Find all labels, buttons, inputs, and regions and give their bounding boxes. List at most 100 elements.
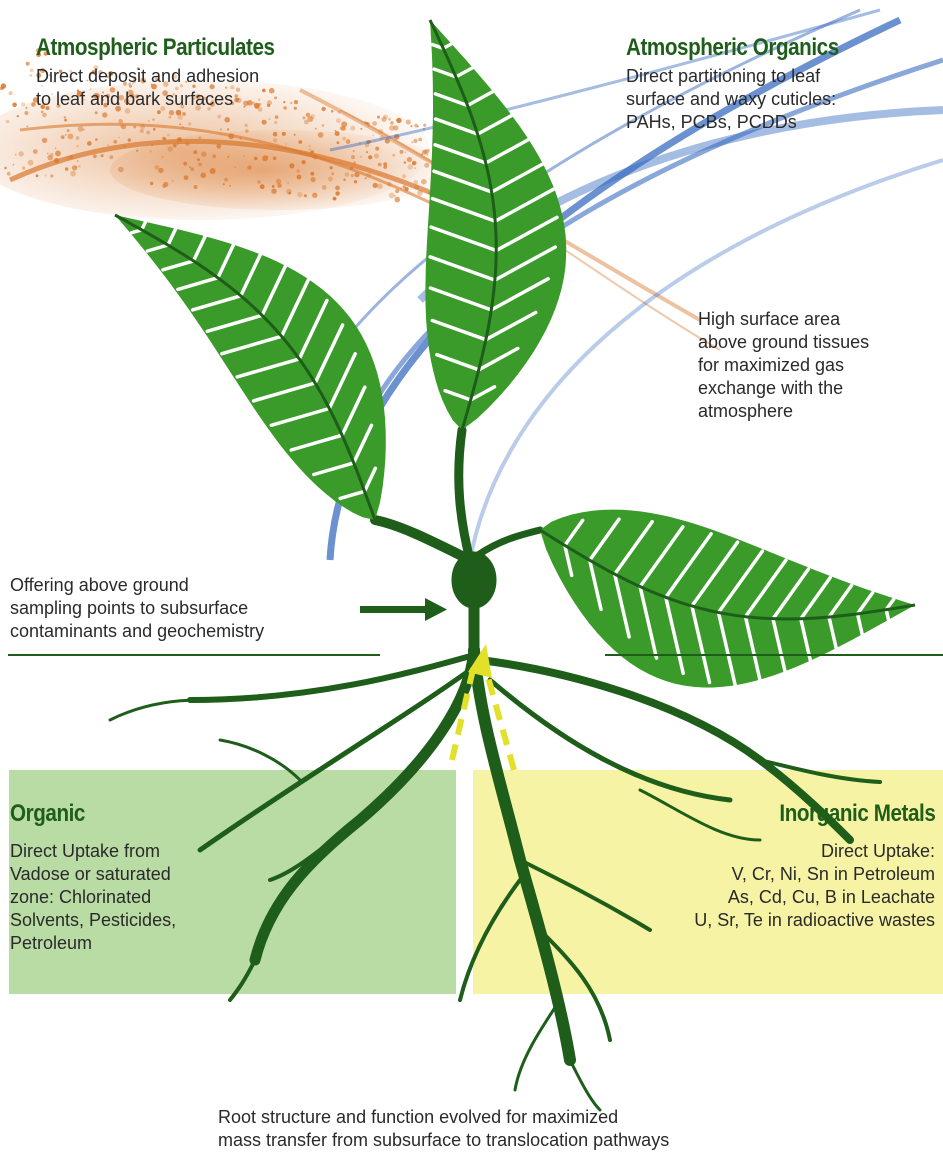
particulate-speck (78, 126, 84, 132)
particulate-speck (335, 131, 340, 136)
particulate-speck (303, 116, 306, 119)
particulate-speck (224, 117, 230, 123)
particulate-speck (102, 112, 107, 117)
particulate-speck (55, 147, 57, 149)
particulate-speck (6, 120, 10, 124)
particulate-speck (418, 138, 422, 142)
particulate-speck (310, 172, 314, 176)
particulate-speck (172, 180, 174, 182)
particulate-speck (360, 156, 362, 158)
particulate-speck (210, 168, 216, 174)
particulate-speck (378, 163, 382, 167)
particulate-speck (113, 140, 117, 144)
sampling-arrow (360, 598, 447, 621)
particulate-speck (198, 163, 202, 167)
particulate-speck (322, 124, 325, 127)
particulate-speck (24, 111, 28, 115)
particulate-speck (383, 115, 387, 119)
particulate-speck (406, 119, 411, 124)
inorganic-metals-description: Direct Uptake: V, Cr, Ni, Sn in Petroleu… (605, 840, 935, 932)
particulate-speck (146, 131, 150, 135)
sampling-note: Offering above ground sampling points to… (10, 574, 370, 643)
particulate-speck (78, 165, 81, 168)
particulate-speck (158, 168, 163, 173)
particulate-speck (42, 113, 46, 117)
particulate-speck (169, 116, 172, 119)
particulate-speck (229, 185, 231, 187)
particulate-speck (285, 143, 287, 145)
particulate-speck (179, 123, 181, 125)
particulate-speck (411, 125, 413, 127)
particulate-speck (375, 147, 379, 151)
particulate-speck (269, 118, 271, 120)
particulate-speck (188, 122, 191, 125)
particulate-speck (262, 155, 268, 161)
particulate-speck (55, 151, 61, 157)
particulate-speck (365, 177, 367, 179)
particulate-speck (400, 150, 404, 154)
particulate-speck (302, 160, 306, 164)
particulate-speck (272, 185, 275, 188)
particulate-speck (275, 115, 279, 119)
organic-description: Direct Uptake from Vadose or saturated z… (10, 840, 250, 955)
particulate-speck (368, 155, 372, 159)
particulate-speck (9, 91, 13, 95)
particulate-speck (15, 154, 17, 156)
particulate-speck (304, 194, 307, 197)
particulate-speck (26, 62, 30, 66)
particulate-speck (68, 134, 74, 140)
particulate-speck (341, 121, 347, 127)
particulate-speck (227, 128, 229, 130)
particulate-speck (13, 164, 15, 166)
particulate-speck (388, 118, 391, 121)
particulate-speck (304, 120, 309, 125)
particulate-speck (336, 118, 341, 123)
particulate-speck (1, 83, 6, 88)
particulate-speck (330, 166, 333, 169)
particulate-speck (162, 137, 165, 140)
particulate-speck (404, 161, 406, 163)
particulate-speck (310, 114, 315, 119)
particulate-speck (333, 197, 337, 201)
particulate-speck (396, 118, 401, 123)
particulate-speck (193, 150, 197, 154)
particulate-speck (183, 162, 187, 166)
particulate-speck (64, 119, 67, 122)
particulate-speck (161, 156, 163, 158)
particulate-speck (309, 148, 311, 150)
particulate-speck (197, 158, 200, 161)
particulate-speck (136, 150, 138, 152)
particulate-speck (366, 151, 368, 153)
particulate-speck (315, 128, 317, 130)
particulate-speck (194, 185, 198, 189)
particulate-speck (395, 197, 401, 203)
particulate-speck (274, 121, 278, 125)
particulate-speck (407, 157, 412, 162)
particulate-speck (148, 120, 150, 122)
particulate-speck (402, 174, 406, 178)
particulate-speck (414, 167, 416, 169)
inorganic-metals-title: Inorganic Metals (779, 800, 935, 828)
particulate-speck (328, 177, 333, 182)
particulate-speck (223, 183, 225, 185)
particulate-speck (177, 114, 183, 120)
particulate-speck (50, 175, 53, 178)
particulate-speck (64, 116, 66, 118)
particulate-speck (77, 160, 79, 162)
particulate-speck (31, 102, 36, 107)
particulate-speck (273, 156, 277, 160)
particulate-speck (30, 69, 34, 73)
particulate-speck (337, 141, 340, 144)
particulate-speck (346, 139, 351, 144)
particulate-speck (331, 172, 334, 175)
particulate-speck (335, 191, 339, 195)
particulate-speck (353, 150, 355, 152)
particulate-speck (155, 165, 160, 170)
particulate-speck (350, 126, 355, 131)
particulate-speck (227, 156, 229, 158)
particulate-speck (33, 149, 38, 154)
particulate-speck (428, 149, 431, 152)
particulate-speck (235, 166, 237, 168)
particulate-speck (220, 128, 222, 130)
